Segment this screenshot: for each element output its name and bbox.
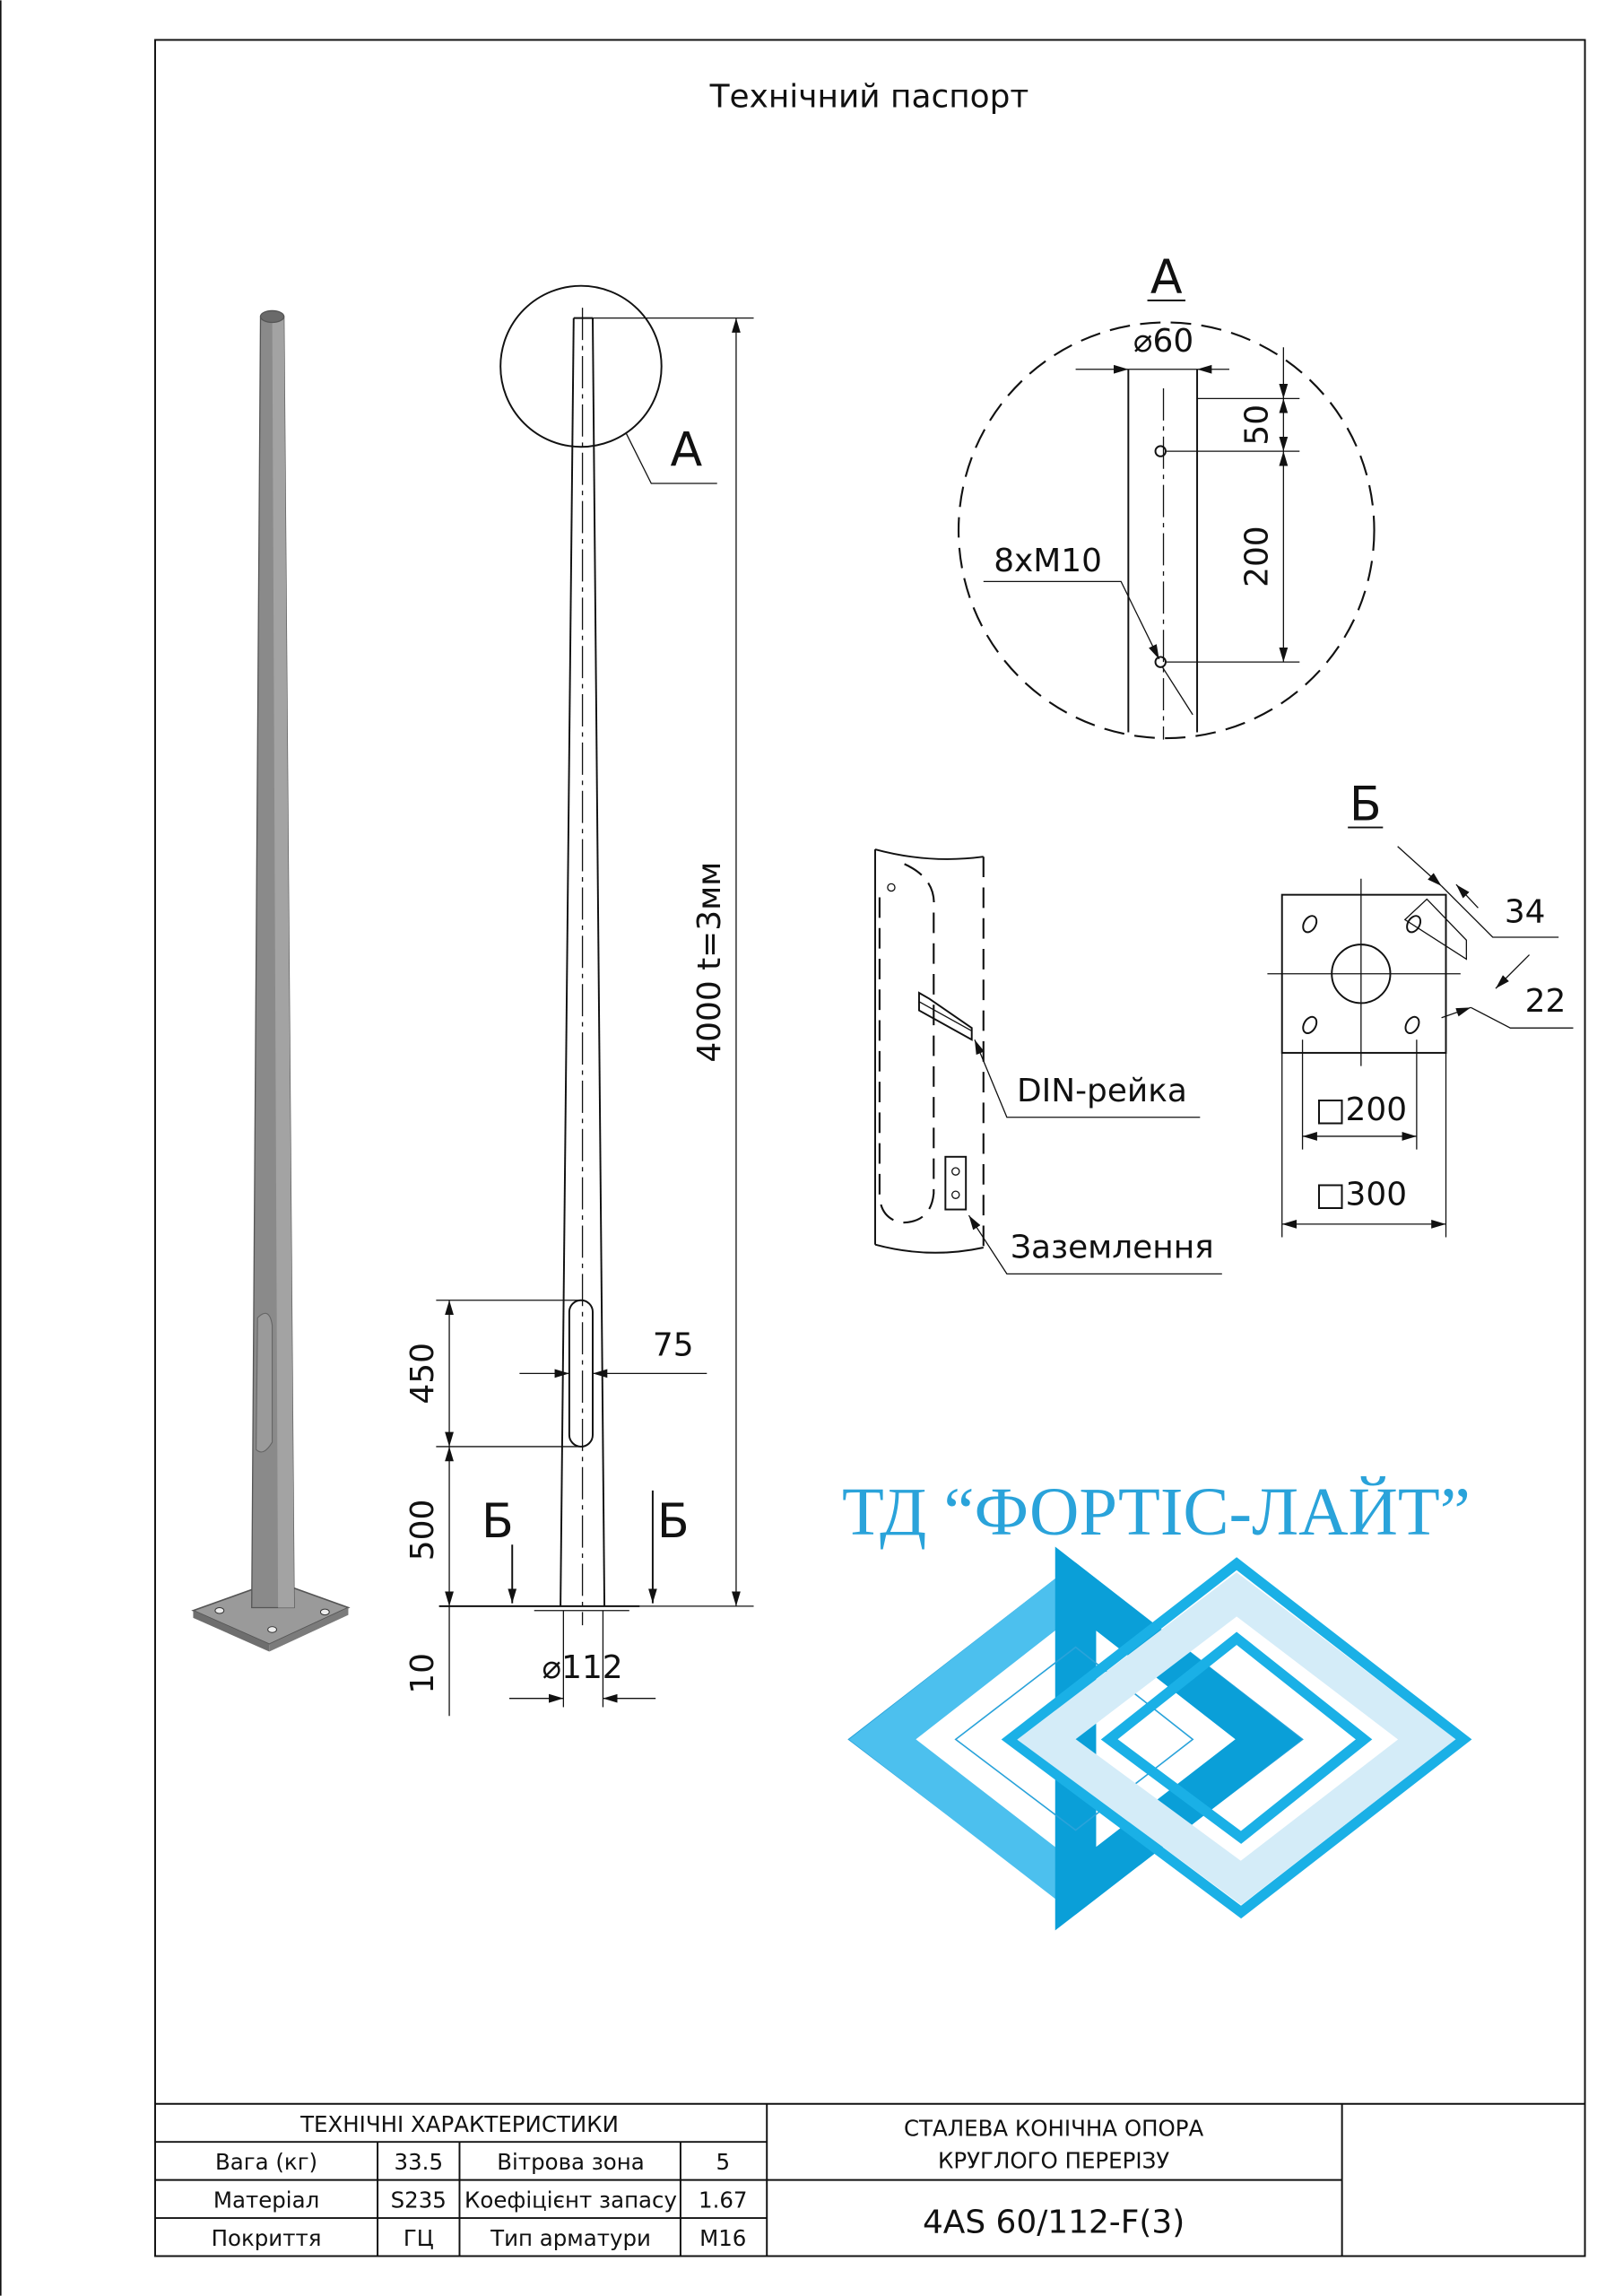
slot-width-dimension: 75 [653, 1327, 694, 1364]
product-name-line1: СТАЛЕВА КОНІЧНА ОПОРА [904, 2116, 1204, 2142]
spec-cell: ГЦ [404, 2225, 434, 2251]
detail-b-view: Б 34 22 □200 □300 [1267, 778, 1574, 1238]
detail-b-title: Б [1350, 778, 1382, 831]
company-logo: ТД “ФОРТІС-ЛАЙТ” [842, 1474, 1472, 1931]
base-diameter-dimension: ⌀112 [542, 1649, 623, 1686]
spec-cell: Покриття [212, 2225, 322, 2251]
product-name-line2: КРУГЛОГО ПЕРЕРІЗУ [938, 2148, 1169, 2174]
plate-square-dimension: □300 [1315, 1177, 1407, 1213]
sheet-frame [154, 39, 1586, 2257]
spec-cell: Тип арматури [490, 2225, 651, 2251]
detail-a-marker: A [671, 423, 703, 477]
section-mark-left: Б [482, 1495, 514, 1549]
slot-height-dimension: 450 [404, 1343, 441, 1405]
pole-3d-render [191, 309, 351, 1652]
spec-table: ТЕХНІЧНІ ХАРАКТЕРИСТИКИ Вага (кг) 33.5 В… [155, 2102, 1585, 2257]
din-rail-label: DIN-рейка [1017, 1073, 1187, 1109]
bolt-square-dimension: □200 [1315, 1091, 1407, 1128]
detail-a-view: A ⌀60 50 200 8xM10 [957, 251, 1376, 740]
spec-cell: Вітрова зона [497, 2149, 645, 2175]
document-title: Технічний паспорт [709, 79, 1029, 116]
spec-table-header: ТЕХНІЧНІ ХАРАКТЕРИСТИКИ [299, 2111, 619, 2137]
spec-cell: S235 [391, 2187, 447, 2213]
dim-34: 34 [1505, 894, 1546, 931]
grounding-label: Заземлення [1011, 1229, 1214, 1265]
spec-cell: 5 [716, 2149, 730, 2175]
spec-cell: M16 [699, 2225, 746, 2251]
product-model: 4AS 60/112-F(3) [923, 2204, 1185, 2240]
dim-22: 22 [1525, 983, 1567, 1020]
dim-200: 200 [1238, 526, 1275, 587]
section-mark-right: Б [657, 1495, 690, 1549]
pole-front-view: A 4000 t=3мм 450 500 10 75 Б Б ⌀112 [404, 284, 754, 1717]
holes-label: 8xM10 [994, 543, 1102, 579]
dim-50: 50 [1238, 404, 1275, 446]
top-diameter-dimension: ⌀60 [1133, 323, 1193, 360]
logo-text: ТД “ФОРТІС-ЛАЙТ” [842, 1474, 1471, 1550]
spec-cell: 33.5 [395, 2149, 443, 2175]
detail-a-title: A [1150, 251, 1183, 305]
spec-cell: Коефіцієнт запасу [464, 2187, 677, 2213]
spec-cell: Вага (кг) [215, 2149, 317, 2175]
plate-thickness-dimension: 10 [404, 1653, 441, 1694]
spec-cell: Матеріал [213, 2187, 319, 2213]
base-offset-dimension: 500 [404, 1500, 441, 1561]
height-dimension: 4000 t=3мм [691, 862, 728, 1063]
hatch-detail-view: DIN-рейка Заземлення [874, 848, 1222, 1275]
spec-cell: 1.67 [699, 2187, 747, 2213]
